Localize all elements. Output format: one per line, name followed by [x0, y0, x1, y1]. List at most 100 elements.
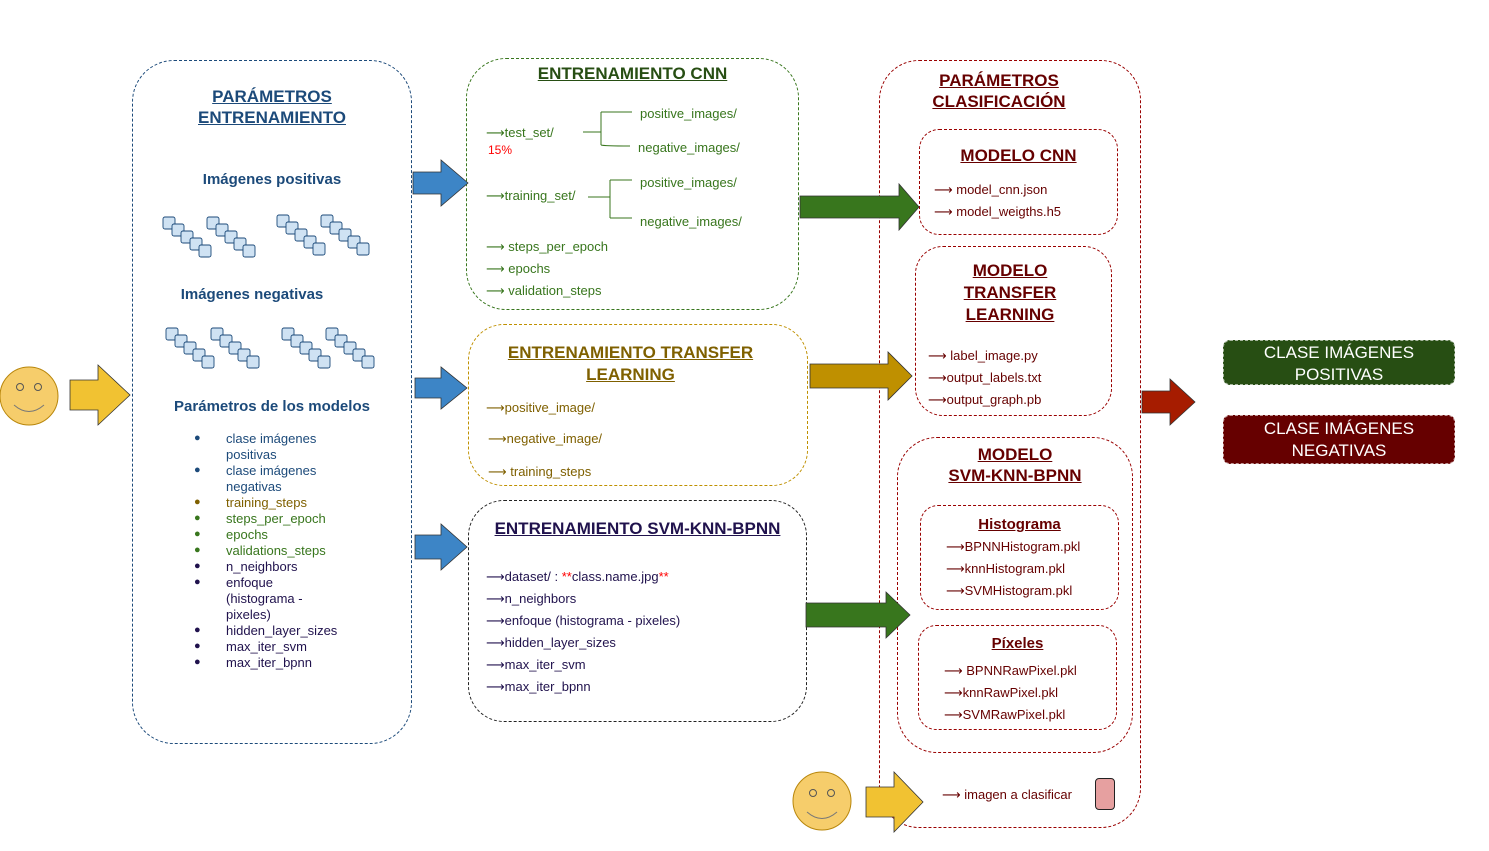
file-item: ⟶ label_image.py [928, 348, 1038, 363]
file-item: ⟶SVMRawPixel.pkl [944, 707, 1066, 722]
title-line: LEARNING [965, 305, 1055, 324]
model-param-item: epochs [226, 527, 268, 542]
bullet-dot: ● [194, 640, 201, 652]
file-item: ⟶output_labels.txt [928, 370, 1042, 385]
cnn-model-title: MODELO CNN [960, 146, 1077, 165]
cnn-test-percent: 15% [488, 143, 513, 157]
model-param-item: (histograma - [226, 591, 303, 606]
bullet-dot: ● [194, 496, 201, 508]
image-to-classify-label: ⟶ imagen a clasificar [942, 787, 1072, 802]
arrow-to-transfer [414, 366, 468, 410]
file-item: ⟶BPNNHistogram.pkl [946, 539, 1081, 554]
document-icon [1095, 778, 1115, 810]
training-set-bracket [588, 179, 632, 219]
classification-params-panel [879, 60, 1141, 828]
bullet-dot: ● [194, 528, 201, 540]
file-item: ⟶output_graph.pb [928, 392, 1042, 407]
arrow-to-outputs [1141, 378, 1196, 426]
cnn-train-negative: negative_images/ [640, 214, 742, 229]
title-line: MODELO [972, 261, 1048, 280]
bullet-dot: ● [194, 544, 201, 556]
bullet-dot: ● [194, 656, 201, 668]
histogram-title: Histograma [978, 516, 1061, 533]
negative-class-output: CLASE IMÁGENES NEGATIVAS [1223, 415, 1455, 464]
image-tile [317, 355, 331, 369]
image-tile [312, 242, 326, 256]
transfer-training-title: ENTRENAMIENTO TRANSFER LEARNING [507, 343, 754, 384]
bullet-dot: ● [194, 624, 201, 636]
arrow-cnn-to-model [799, 182, 920, 232]
model-param-item: negativas [226, 479, 282, 494]
file-item: ⟶SVMHistogram.pkl [946, 583, 1073, 598]
image-tile [246, 355, 260, 369]
model-param-item: steps_per_epoch [226, 511, 326, 526]
cnn-test-negative: negative_images/ [638, 140, 740, 155]
cnn-epochs: ⟶ epochs [486, 261, 551, 276]
histogram-panel [920, 505, 1119, 610]
training-params-panel [132, 60, 412, 744]
positive-images-label: Imágenes positivas [202, 171, 342, 188]
arrow-to-cnn [412, 159, 469, 207]
model-param-item: n_neighbors [226, 559, 298, 574]
svm-dataset: ⟶dataset/ : **class.name.jpg** [486, 569, 669, 584]
model-param-item: clase imágenes [226, 431, 317, 446]
image-tile [361, 355, 375, 369]
file-item: ⟶knnRawPixel.pkl [944, 685, 1059, 700]
svm-training-title: ENTRENAMIENTO SVM-KNN-BPNN [494, 519, 781, 538]
cnn-steps-per-epoch: ⟶ steps_per_epoch [486, 239, 608, 254]
pixels-title: Píxeles [991, 635, 1044, 652]
bullet-dot: ● [194, 576, 201, 588]
model-param-item: clase imágenes [226, 463, 317, 478]
cnn-training-title: ENTRENAMIENTO CNN [537, 64, 728, 83]
arrow-smiley-to-classify [865, 771, 924, 833]
transfer-model-title: MODELO TRANSFER LEARNING [915, 260, 1105, 326]
cnn-test-set: ⟶test_set/ [486, 125, 554, 140]
positive-class-output: CLASE IMÁGENES POSITIVAS [1223, 340, 1455, 385]
file-item: ⟶ model_cnn.json [934, 182, 1048, 197]
model-params-label: Parámetros de los modelos [174, 398, 370, 415]
negative-images-label: Imágenes negativas [180, 286, 324, 303]
smiley-face-icon [0, 366, 59, 426]
model-param-item: max_iter_svm [226, 639, 307, 654]
cnn-training-set: ⟶training_set/ [486, 188, 576, 203]
smiley-face-icon [792, 771, 852, 831]
bullet-dot: ● [194, 432, 201, 444]
file-item: ⟶knnHistogram.pkl [946, 561, 1066, 576]
model-param-item: positivas [226, 447, 277, 462]
file-item: ⟶max_iter_bpnn [486, 679, 591, 694]
image-tile [356, 242, 370, 256]
model-param-item: enfoque [226, 575, 273, 590]
title-line: SVM-KNN-BPNN [948, 466, 1082, 485]
file-item: ⟶hidden_layer_sizes [486, 635, 616, 650]
file-item: ⟶max_iter_svm [486, 657, 586, 672]
bullet-dot: ● [194, 512, 201, 524]
model-param-item: validations_steps [226, 543, 326, 558]
cnn-validation-steps: ⟶ validation_steps [486, 283, 602, 298]
image-tile [201, 355, 215, 369]
arrow-svm-to-model [805, 591, 911, 639]
transfer-model-panel [915, 246, 1112, 416]
test-set-bracket [583, 111, 632, 147]
cnn-train-positive: positive_images/ [640, 175, 737, 190]
transfer-training-panel [468, 324, 808, 486]
file-item: ⟶ model_weigths.h5 [934, 204, 1062, 219]
svm-model-panel [897, 437, 1133, 753]
image-tile [198, 244, 212, 258]
model-param-item: max_iter_bpnn [226, 655, 312, 670]
classification-params-title: PARÁMETROS CLASIFICACIÓN [932, 71, 1066, 111]
transfer-negative: ⟶negative_image/ [488, 431, 603, 446]
pixels-panel [918, 625, 1117, 730]
cnn-test-positive: positive_images/ [640, 106, 737, 121]
image-tile [242, 244, 256, 258]
title-line: TRANSFER [963, 283, 1057, 302]
training-params-title: PARÁMETROS ENTRENAMIENTO [198, 87, 346, 127]
title-line: MODELO [977, 445, 1053, 464]
bullet-dot: ● [194, 464, 201, 476]
file-item: ⟶ BPNNRawPixel.pkl [944, 663, 1077, 678]
model-param-item: pixeles) [226, 607, 271, 622]
transfer-steps: ⟶ training_steps [488, 464, 592, 479]
model-param-item: hidden_layer_sizes [226, 623, 338, 638]
